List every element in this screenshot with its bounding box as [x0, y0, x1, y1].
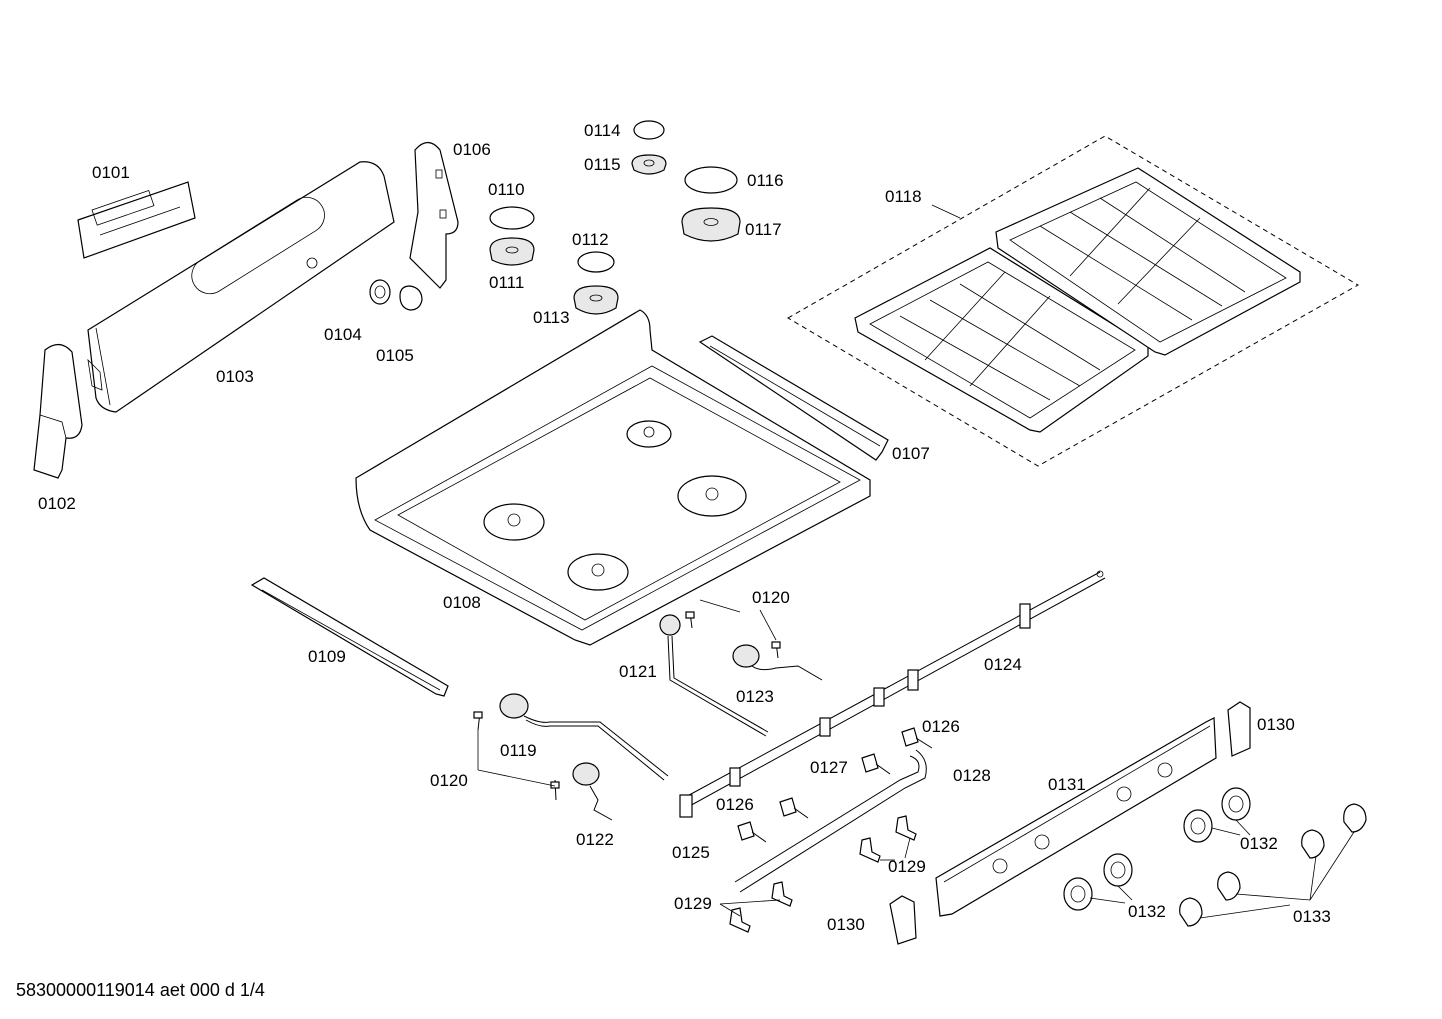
label-0110: 0110	[488, 180, 525, 199]
part-labels: 0101 0102 0103 0104 0105 0106 0107 0108 …	[38, 121, 1331, 934]
part-valve-0122	[572, 762, 613, 821]
label-0107: 0107	[892, 444, 930, 463]
label-0121: 0121	[619, 662, 657, 681]
label-0122: 0122	[576, 830, 614, 849]
part-ignition-harness	[679, 570, 1106, 818]
part-knob-bezels	[1063, 787, 1251, 911]
label-0104: 0104	[324, 325, 362, 344]
label-0125: 0125	[672, 843, 710, 862]
part-grates	[787, 135, 1360, 467]
part-valve-0121	[659, 614, 769, 737]
part-right-end-cap	[409, 141, 459, 289]
part-burner-cap-medium	[577, 251, 615, 273]
label-0111: 0111	[489, 273, 524, 292]
label-0120-bottom: 0120	[430, 771, 468, 790]
label-0117: 0117	[745, 220, 782, 239]
label-0116: 0116	[747, 171, 784, 190]
label-0132-right: 0132	[1240, 834, 1278, 853]
label-0126-top: 0126	[922, 717, 960, 736]
part-control-panel	[935, 717, 1217, 917]
part-burner-head-small	[489, 237, 535, 266]
label-0133: 0133	[1293, 907, 1331, 926]
part-manifold-brackets	[729, 815, 917, 933]
label-0127: 0127	[810, 758, 848, 777]
leader-lines	[477, 204, 1355, 919]
part-control-knobs	[1179, 803, 1367, 927]
label-0102: 0102	[38, 494, 76, 513]
label-0113: 0113	[533, 308, 570, 327]
label-0109: 0109	[308, 647, 346, 666]
label-0108: 0108	[443, 593, 481, 612]
label-0103: 0103	[216, 367, 254, 386]
label-0120-top: 0120	[752, 588, 790, 607]
part-burner-cap-large	[684, 166, 738, 194]
label-0115: 0115	[584, 155, 621, 174]
part-panel-end-left	[889, 895, 917, 945]
part-burner-head-large	[681, 207, 741, 242]
part-side-rail-right	[698, 335, 889, 461]
label-0126-bottom: 0126	[716, 795, 754, 814]
label-0112: 0112	[572, 230, 609, 249]
part-burner-cap-small	[489, 206, 535, 230]
part-knob-adapter	[399, 285, 423, 311]
part-valve-0119	[499, 693, 669, 781]
label-0105: 0105	[376, 346, 414, 365]
label-0114: 0114	[584, 121, 621, 140]
label-0101: 0101	[92, 163, 130, 182]
part-orifice-fittings	[473, 611, 933, 843]
label-0124: 0124	[984, 655, 1022, 674]
part-cooktop-pan	[355, 309, 871, 646]
label-0118: 0118	[885, 187, 922, 206]
part-burner-cap-simmer	[633, 120, 665, 140]
label-0123: 0123	[736, 687, 774, 706]
part-valve-0123	[732, 644, 823, 681]
part-burner-head-medium	[573, 285, 619, 315]
label-0131: 0131	[1048, 775, 1086, 794]
label-0106: 0106	[453, 140, 491, 159]
part-gas-manifold	[734, 749, 927, 893]
part-panel-end-right	[1227, 701, 1251, 757]
part-side-rail-left	[250, 577, 449, 697]
part-control-board	[77, 181, 196, 259]
label-0119: 0119	[500, 741, 537, 760]
label-0130-left: 0130	[827, 915, 865, 934]
label-0132-left: 0132	[1128, 902, 1166, 921]
part-left-end-cap	[33, 343, 83, 479]
diagram-reference-number: 58300000119014 aet 000 d 1/4	[16, 980, 265, 1000]
part-backguard-panel	[87, 161, 395, 413]
label-0129-left: 0129	[674, 894, 712, 913]
part-spacer	[369, 279, 391, 305]
part-burner-head-simmer	[631, 154, 667, 175]
label-0128: 0128	[953, 766, 991, 785]
label-0130-right: 0130	[1257, 715, 1295, 734]
label-0129-right: 0129	[888, 857, 926, 876]
